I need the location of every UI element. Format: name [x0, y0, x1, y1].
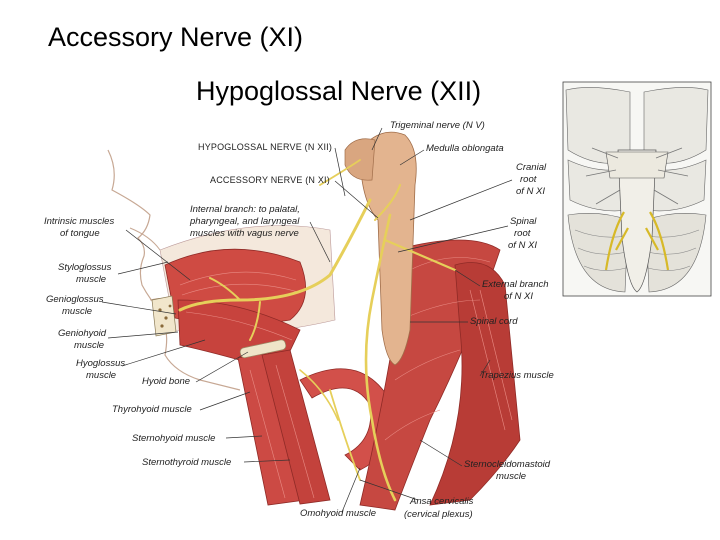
label-styloglossus-1: Styloglossus	[58, 262, 112, 273]
inset-cranial-nerves	[585, 147, 689, 205]
label-hyoglossus-2: muscle	[86, 370, 116, 381]
label-hyoglossus-1: Hyoglossus	[76, 358, 125, 369]
label-trigeminal: Trigeminal nerve (N V)	[390, 120, 485, 131]
accessory-nerve-path	[364, 213, 397, 502]
label-sternocleido-2: muscle	[496, 471, 526, 482]
label-genioglossus-1: Genioglossus	[46, 294, 104, 305]
label-accessory-nerve: ACCESSORY NERVE (N XI)	[210, 175, 330, 185]
label-intrinsic-1: Intrinsic muscles	[44, 216, 114, 227]
label-thyrohyoid: Thyrohyoid muscle	[112, 404, 192, 415]
label-hyoid: Hyoid bone	[142, 376, 190, 387]
label-internal-branch-3: muscles with vagus nerve	[190, 228, 299, 239]
label-omohyoid: Omohyoid muscle	[300, 508, 376, 519]
label-sternohyoid: Sternohyoid muscle	[132, 433, 215, 444]
label-intrinsic-2: of tongue	[60, 228, 100, 239]
label-ansa-1: Ansa cervicalis	[409, 496, 474, 507]
label-internal-branch-2: pharyngeal, and laryngeal	[189, 216, 300, 227]
label-genioglossus-2: muscle	[62, 306, 92, 317]
label-ansa-2: (cervical plexus)	[404, 509, 473, 520]
trapezius	[429, 262, 521, 506]
hypoglossal-nerve-path	[178, 198, 372, 312]
label-spinal-root-2: root	[514, 228, 531, 239]
label-external-branch-1: External branch	[482, 279, 549, 290]
hyoid-bone	[239, 339, 287, 359]
label-trapezius: Trapezius muscle	[480, 370, 554, 381]
nerves	[178, 159, 457, 502]
label-geniohyoid-2: muscle	[74, 340, 104, 351]
figure-labels: Trigeminal nerve (N V) Medulla oblongata…	[44, 120, 554, 520]
label-spinal-cord: Spinal cord	[470, 316, 518, 327]
label-sternocleido-1: Sternocleidomastoid	[464, 459, 551, 470]
inset-pons	[605, 151, 669, 179]
leader-lines	[101, 127, 513, 513]
label-spinal-root-1: Spinal	[510, 216, 537, 227]
label-cranial-root-2: root	[520, 174, 537, 185]
label-geniohyoid-1: Geniohyoid	[58, 328, 107, 339]
inset-medulla	[617, 149, 657, 293]
label-internal-branch-1: Internal branch: to palatal,	[190, 204, 300, 215]
inset-nerve-xi-xii	[604, 211, 670, 271]
inset-cerebellum	[567, 213, 707, 293]
label-cranial-root-1: Cranial	[516, 162, 547, 173]
label-cranial-root-3: of N XI	[516, 186, 545, 197]
brainstem-inset	[562, 81, 712, 297]
sternothyroid-strap	[261, 349, 331, 505]
title-accessory-nerve: Accessory Nerve (XI)	[48, 22, 304, 52]
label-external-branch-2: of N XI	[504, 291, 533, 302]
title-hypoglossal-nerve: Hypoglossal Nerve (XII)	[196, 76, 482, 106]
label-medulla: Medulla oblongata	[426, 143, 504, 154]
label-hypoglossal-nerve: HYPOGLOSSAL NERVE (N XII)	[198, 142, 332, 152]
mandible-bone	[151, 295, 177, 337]
label-sternothyroid: Sternothyroid muscle	[142, 457, 231, 468]
ansa-cervicalis-path	[329, 389, 361, 481]
label-spinal-root-3: of N XI	[508, 240, 537, 251]
external-branch-path	[383, 238, 457, 272]
label-styloglossus-2: muscle	[76, 274, 106, 285]
